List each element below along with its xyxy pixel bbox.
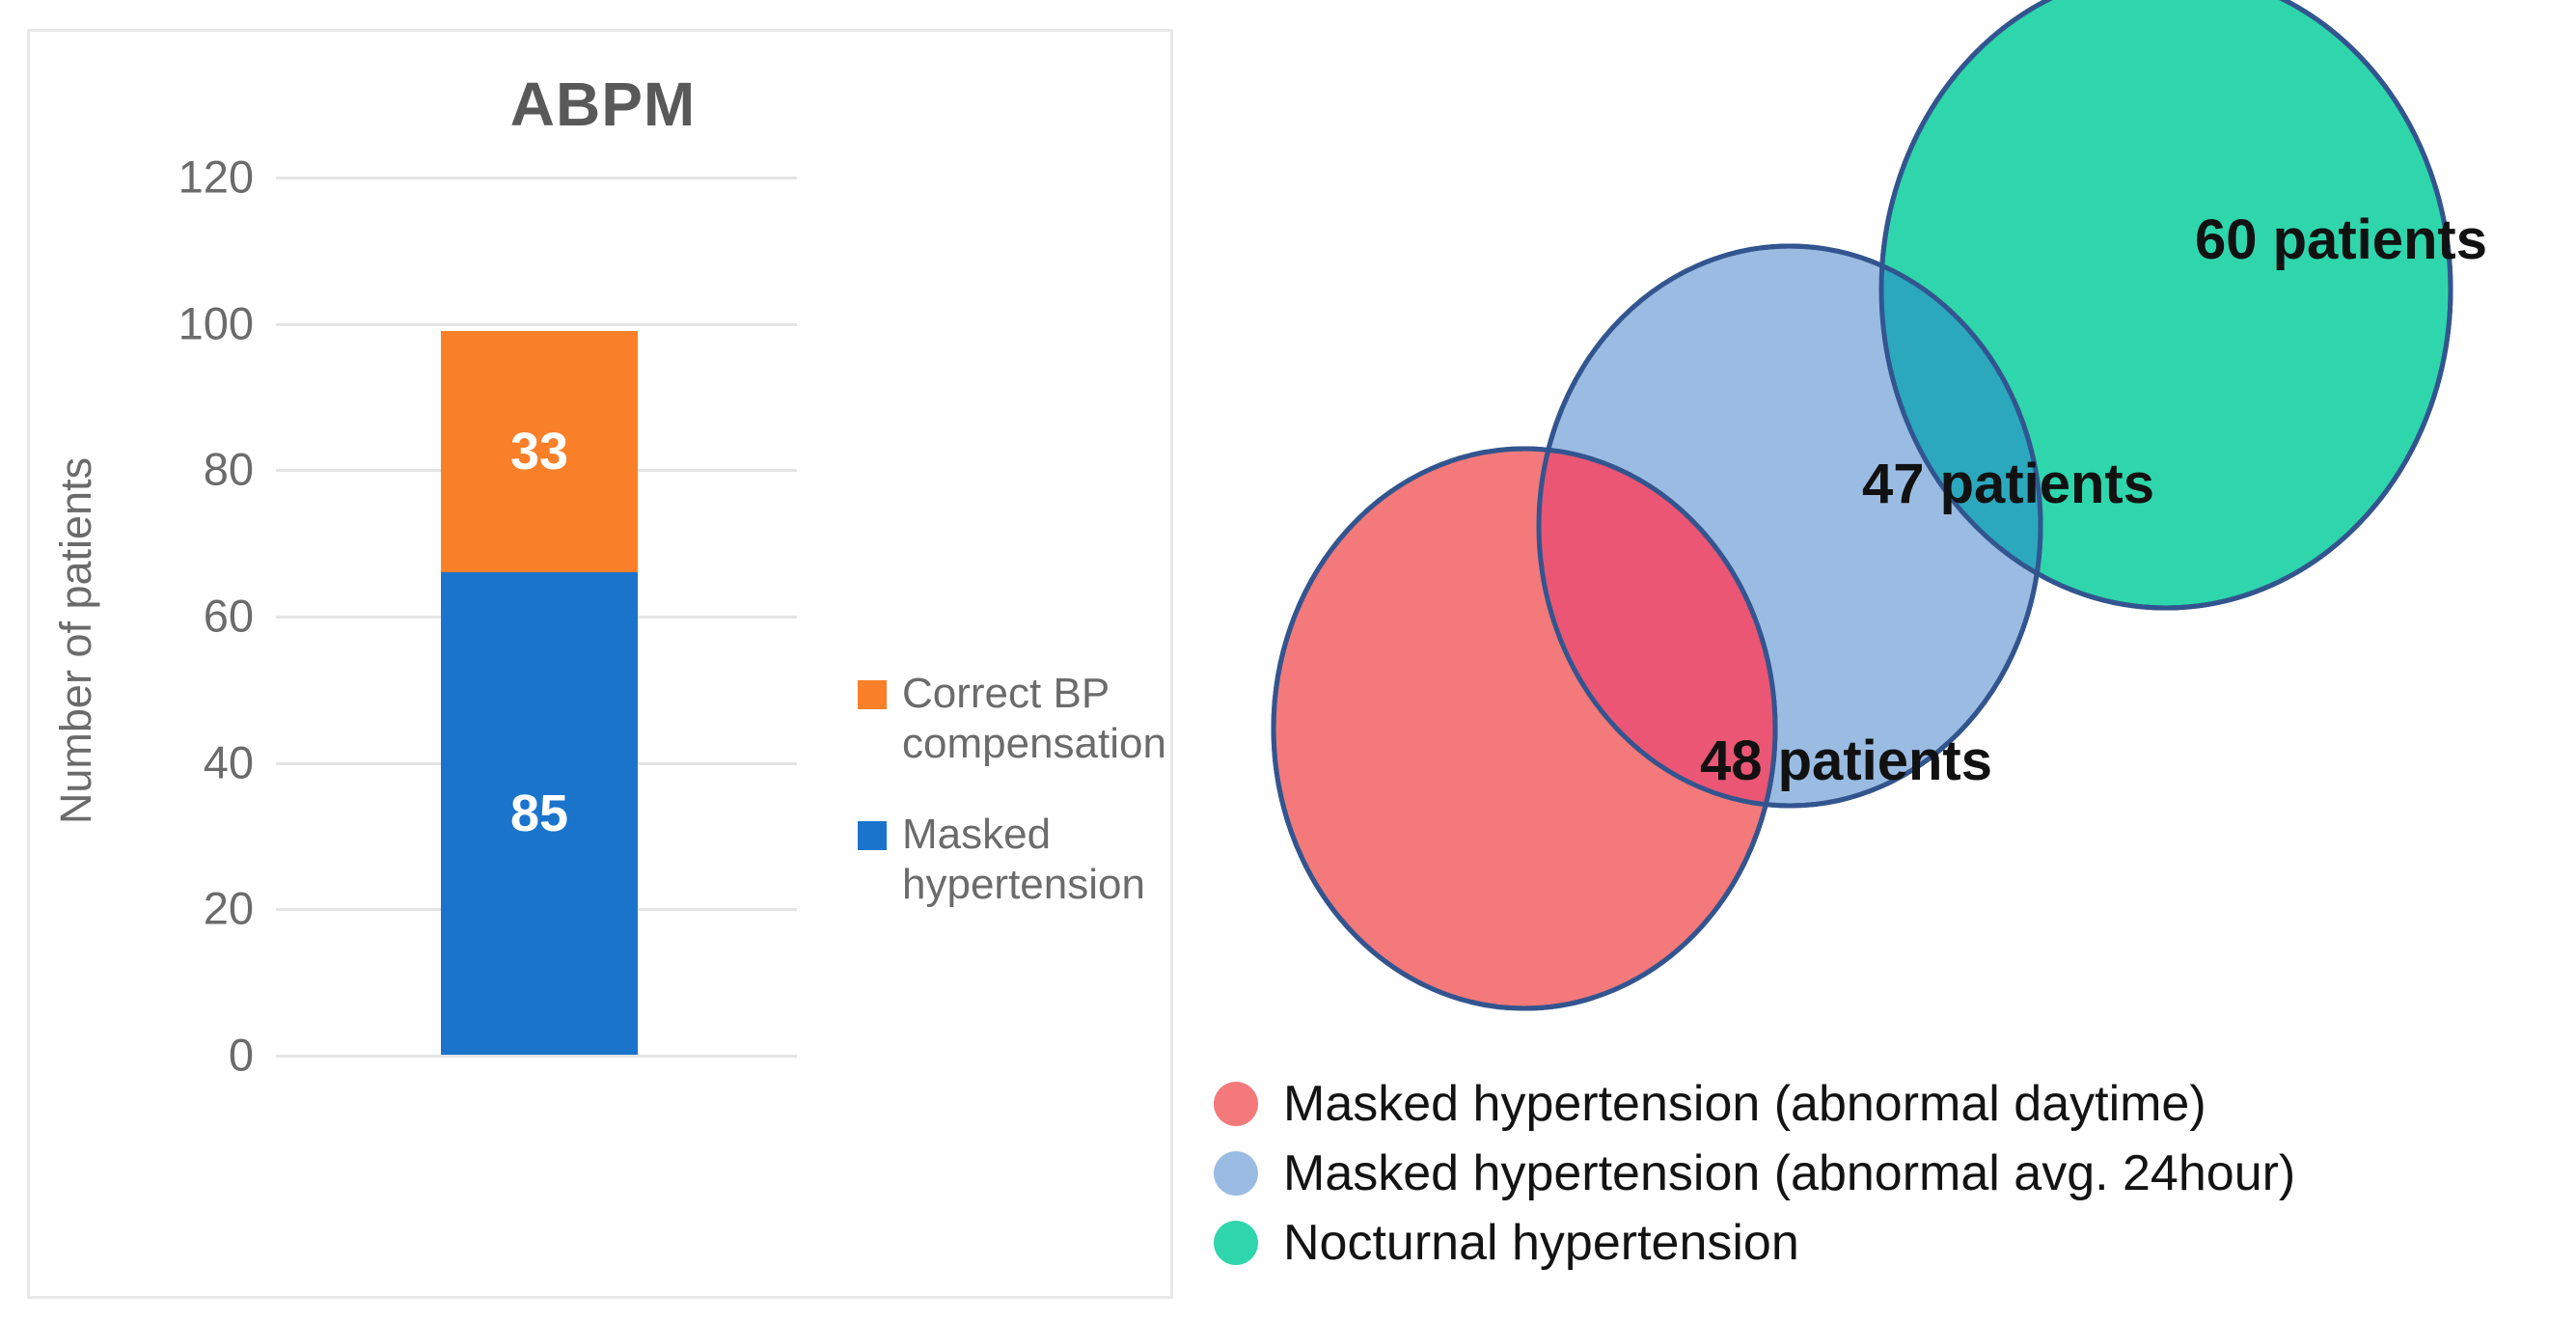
stacked-bar: 33 85: [441, 331, 638, 1055]
ytick-label-20: 20: [203, 882, 254, 934]
venn-outline-masked-daytime: [1271, 446, 1778, 1011]
ytick-label-60: 60: [203, 590, 254, 642]
bar-segment-correct-bp-compensation[interactable]: 33: [441, 331, 638, 572]
gridline-0: [276, 1055, 797, 1058]
legend-label-masked-hypertension-daytime: Masked hypertension (abnormal daytime): [1283, 1076, 2206, 1132]
gridline-100: [276, 323, 797, 326]
ytick-label-40: 40: [203, 736, 254, 788]
legend-item-masked-hypertension-24hour[interactable]: Masked hypertension (abnormal avg. 24hou…: [1214, 1139, 2564, 1208]
ytick-label-0: 0: [228, 1029, 254, 1081]
bar-chart-title: ABPM: [509, 69, 697, 139]
bar-chart-plot-area: 120 100 80 60 40 20 0 Number of patients: [30, 32, 1176, 1302]
bar-value-label-correct: 33: [509, 423, 569, 481]
legend-item-correct-bp-compensation[interactable]: Correct BP compensation: [858, 669, 1166, 769]
venn-count-nocturnal-hypertension: 60 patients: [2195, 208, 2487, 271]
ytick-label-80: 80: [203, 443, 254, 495]
legend-dot-red-icon: [1214, 1082, 1258, 1126]
legend-label-correct-bp-compensation: Correct BP compensation: [902, 670, 1166, 767]
venn-count-masked-daytime: 48 patients: [1700, 730, 1992, 792]
legend-dot-green-icon: [1214, 1221, 1258, 1265]
y-axis-title: Number of patients: [51, 456, 100, 825]
legend-label-masked-hypertension: Masked hypertension: [902, 810, 1145, 908]
venn-overlap-daytime-24hour: [1539, 449, 1775, 806]
venn-diagram-panel: 60 patients 47 patients 48 patients Mask…: [1187, 0, 2576, 1322]
venn-overlap-24hour-nocturnal: [1881, 246, 2041, 608]
legend-item-masked-hypertension-daytime[interactable]: Masked hypertension (abnormal daytime): [1214, 1069, 2564, 1139]
venn-outline-nocturnal: [1878, 0, 2453, 611]
legend-item-nocturnal-hypertension[interactable]: Nocturnal hypertension: [1214, 1208, 2564, 1278]
bar-value-label-masked: 85: [509, 785, 569, 842]
legend-label-nocturnal-hypertension: Nocturnal hypertension: [1283, 1215, 1799, 1271]
ytick-label-120: 120: [178, 151, 254, 203]
ytick-label-100: 100: [178, 297, 254, 349]
bar-segment-masked-hypertension[interactable]: 85: [441, 572, 638, 1055]
legend-dot-blue-icon: [1214, 1151, 1258, 1196]
legend-item-masked-hypertension[interactable]: Masked hypertension: [858, 810, 1166, 910]
venn-count-masked-24hour: 47 patients: [1862, 453, 2154, 515]
legend-label-masked-hypertension-24hour: Masked hypertension (abnormal avg. 24hou…: [1283, 1145, 2296, 1201]
venn-outline-masked-24hour: [1536, 243, 2043, 809]
legend-square-blue-icon: [858, 820, 887, 850]
bar-chart-legend: Correct BP compensation Masked hypertens…: [858, 669, 1166, 950]
legend-square-orange-icon: [858, 680, 887, 709]
bar-chart-panel: ABPM 120 100 80 60 40: [27, 29, 1173, 1299]
gridline-120: [276, 177, 797, 179]
venn-diagram-svg: [1271, 0, 2453, 1011]
venn-diagram-legend: Masked hypertension (abnormal daytime) M…: [1214, 1069, 2564, 1278]
